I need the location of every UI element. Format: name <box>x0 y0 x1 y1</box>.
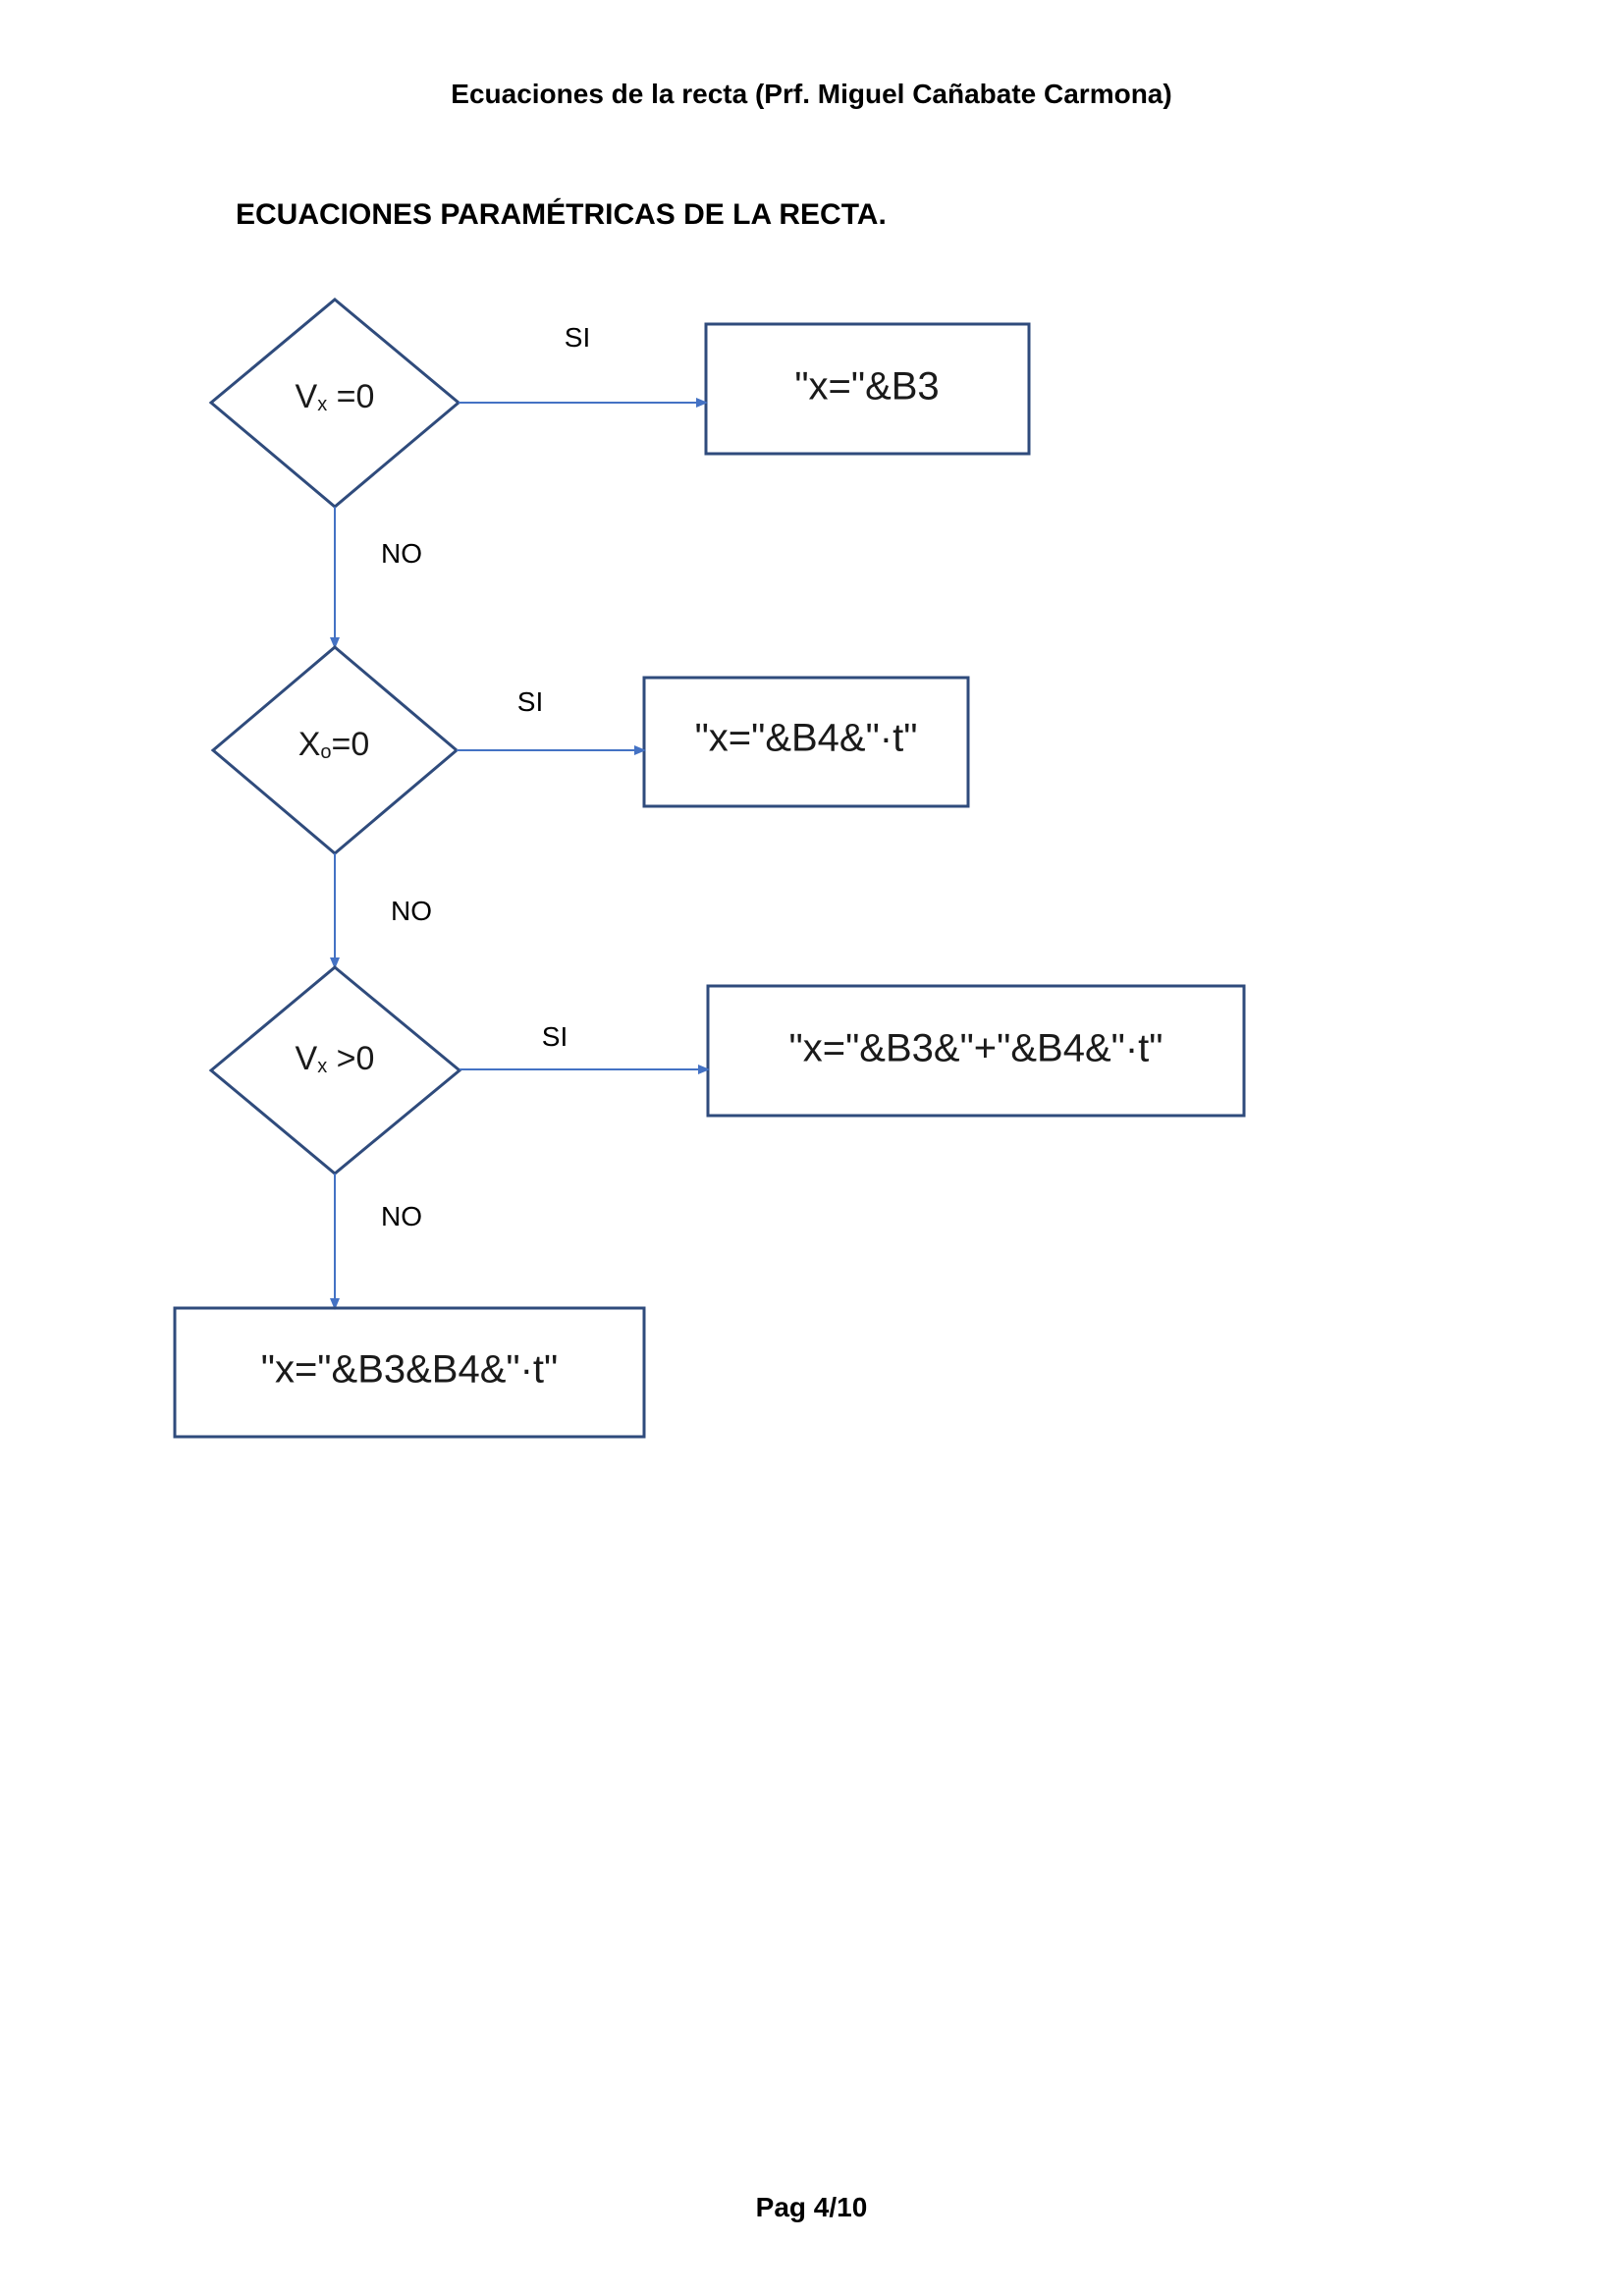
edge-3-yes-label: SI <box>542 1021 568 1052</box>
edge-2-yes-label: SI <box>517 686 543 717</box>
edge-1-yes-label: SI <box>565 322 590 353</box>
section-title: ECUACIONES PARAMÉTRICAS DE LA RECTA. <box>236 198 887 231</box>
result-2-label: "x="&B4&"·t" <box>695 717 918 760</box>
decision-1-label: Vx =0 <box>296 378 375 415</box>
result-1-label: "x="&B3 <box>794 365 939 409</box>
result-4-box <box>173 1306 646 1439</box>
result-3-label: "x="&B3&"+"&B4&"·t" <box>789 1027 1163 1070</box>
result-3-box <box>706 984 1246 1118</box>
edge-2-no-label: NO <box>391 896 432 926</box>
edge-3-no-label: NO <box>381 1201 422 1231</box>
decision-2-label: Xo=0 <box>298 726 370 763</box>
page-number: Pag 4/10 <box>755 2192 868 2222</box>
page-header: Ecuaciones de la recta (Prf. Miguel Caña… <box>451 79 1172 109</box>
result-2-box <box>642 676 970 808</box>
result-4-label: "x="&B3&B4&"·t" <box>261 1348 558 1392</box>
decision-3-label: Vx >0 <box>296 1040 375 1077</box>
result-1-box <box>704 322 1031 456</box>
edge-1-no-label: NO <box>381 538 422 569</box>
